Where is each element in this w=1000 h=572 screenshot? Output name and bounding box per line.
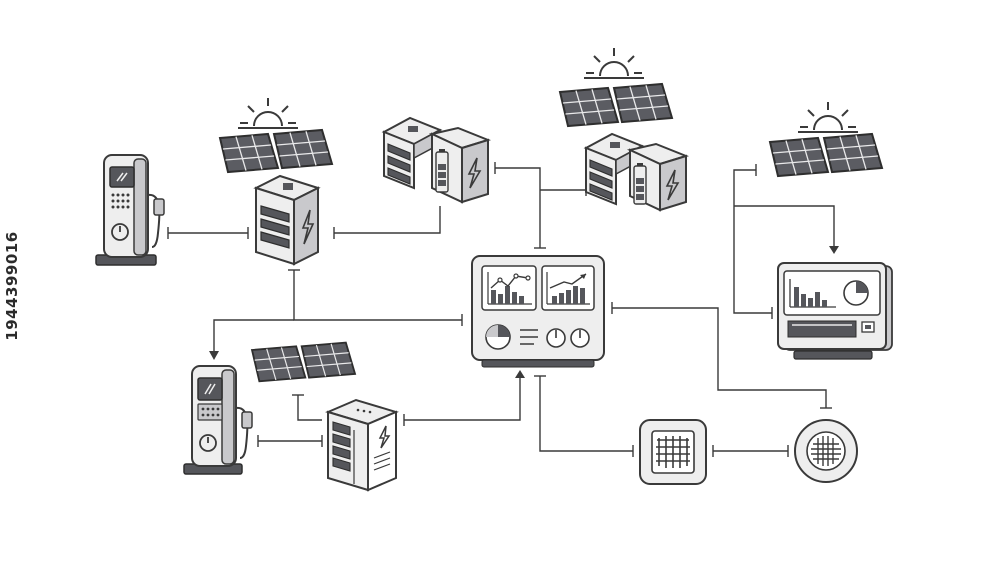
solar-panel-bottom <box>251 341 356 383</box>
grid-module-square <box>639 419 707 485</box>
solar-panel-top-center <box>559 47 673 127</box>
monitor-station-right <box>777 262 893 360</box>
monitoring-dashboard <box>471 255 605 368</box>
image-id-text: 1944399016 <box>3 231 21 341</box>
link-dashboard-grid <box>539 376 633 452</box>
battery-cabinet-bottom <box>325 398 399 492</box>
solar-panel-left <box>219 97 333 173</box>
battery-pack-top <box>381 116 492 204</box>
link-cabinet-batterytop <box>334 206 441 234</box>
grid-module-round <box>794 419 858 483</box>
bolt-icon <box>467 157 482 189</box>
trend-arrow-icon <box>549 273 587 289</box>
link-cabinet-dashboard <box>293 270 462 321</box>
link-solar-bottom-cabinet <box>297 395 322 421</box>
connector-lines <box>167 162 839 457</box>
link-solar-right-monitor <box>733 169 772 314</box>
ev-charger-top <box>95 154 165 266</box>
link-down-charger <box>213 319 294 352</box>
bolt-icon <box>665 169 680 201</box>
link-dashboard-round <box>612 307 827 408</box>
link-cabinet2-dashboard <box>404 376 521 421</box>
line-chart-icon <box>490 275 529 289</box>
battery-cabinet-left <box>253 174 321 266</box>
link-batterytop-dashboard <box>495 167 541 248</box>
bolt-icon <box>378 425 391 449</box>
battery-pack-top-right <box>583 132 690 212</box>
solar-panel-right <box>769 101 883 177</box>
ev-charger-bottom <box>183 365 253 475</box>
bolt-icon <box>301 209 315 245</box>
